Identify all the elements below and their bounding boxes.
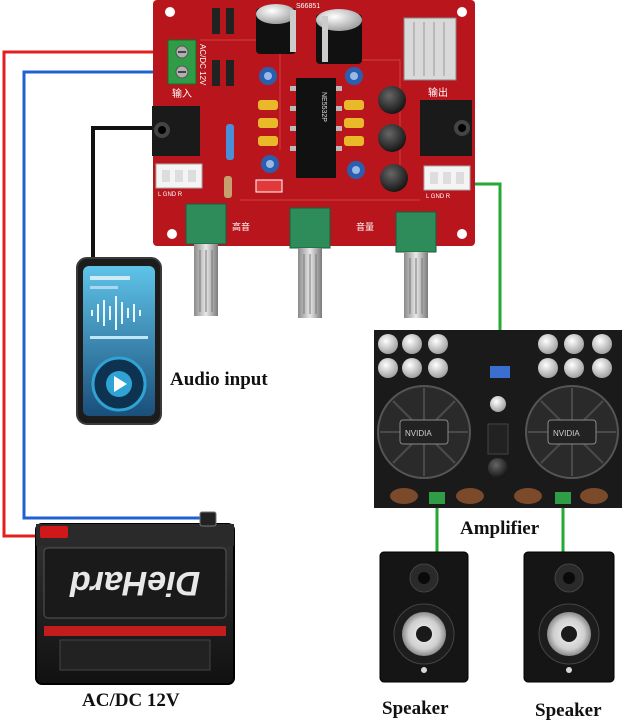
power-negative-wire (22, 70, 206, 520)
capacitor (316, 9, 362, 64)
capacitor (256, 4, 296, 54)
audio-input-label: Audio input (170, 369, 268, 390)
power-positive-wire (2, 50, 170, 538)
treble-label: 高音 (232, 221, 250, 233)
audio-input-cable (91, 126, 158, 258)
heatsink-left: NVIDIA (377, 385, 471, 479)
speaker-right-label: Speaker (535, 700, 602, 721)
amp-input-connector[interactable] (490, 366, 510, 378)
film-capacitors (258, 100, 364, 146)
volume-knob[interactable] (395, 211, 437, 318)
output-connector[interactable] (423, 165, 471, 191)
input-connector[interactable] (155, 163, 203, 189)
battery (35, 523, 235, 685)
play-icon (106, 371, 132, 397)
svg-text:NVIDIA: NVIDIA (553, 429, 580, 438)
output-capacitors (378, 86, 408, 192)
output-port-label: 输出 (428, 86, 448, 99)
heatsink-right: NVIDIA (525, 385, 619, 479)
output-connector-pins: L GND R (426, 194, 451, 200)
amp-left-output[interactable] (429, 492, 445, 504)
output-audio-jack[interactable] (420, 100, 472, 156)
treble-knob[interactable] (289, 207, 331, 318)
amplifier-label: Amplifier (460, 518, 540, 539)
op-amp-chip (290, 78, 342, 178)
small-capacitors (259, 67, 365, 179)
speaker-left (379, 551, 469, 683)
diodes (212, 8, 234, 86)
speaker-left-label: Speaker (382, 698, 449, 719)
mp3-player-icon (76, 257, 162, 425)
input-audio-jack[interactable] (152, 106, 200, 156)
resistors (224, 124, 234, 198)
inductors (390, 488, 608, 504)
chip-marking: NE5532P (320, 92, 327, 122)
amp-capacitors (378, 334, 612, 378)
board-id: S66851 (296, 3, 320, 10)
amplifier-board: NVIDIA NVIDIA (374, 330, 622, 508)
power-label: AC/DC 12V (82, 690, 180, 711)
mode-switch[interactable] (255, 179, 283, 193)
bass-knob[interactable] (185, 203, 227, 316)
power-terminal[interactable] (167, 39, 197, 85)
speaker-right (523, 551, 615, 683)
preamp-board: AC/DC 12V 输入 S66851 输出 L GND R L GND R (152, 0, 475, 246)
regulator-heatsink (403, 17, 457, 81)
battery-positive-terminal[interactable] (40, 526, 68, 538)
volume-label: 音量 (356, 221, 374, 233)
input-connector-pins: L GND R (158, 192, 183, 198)
svg-text:NVIDIA: NVIDIA (405, 429, 432, 438)
battery-negative-terminal[interactable] (199, 511, 217, 527)
power-terminal-label: AC/DC 12V (198, 44, 207, 86)
amp-right-output[interactable] (555, 492, 571, 504)
input-port-label: 输入 (172, 87, 192, 100)
battery-brand: DieHard (69, 564, 201, 602)
